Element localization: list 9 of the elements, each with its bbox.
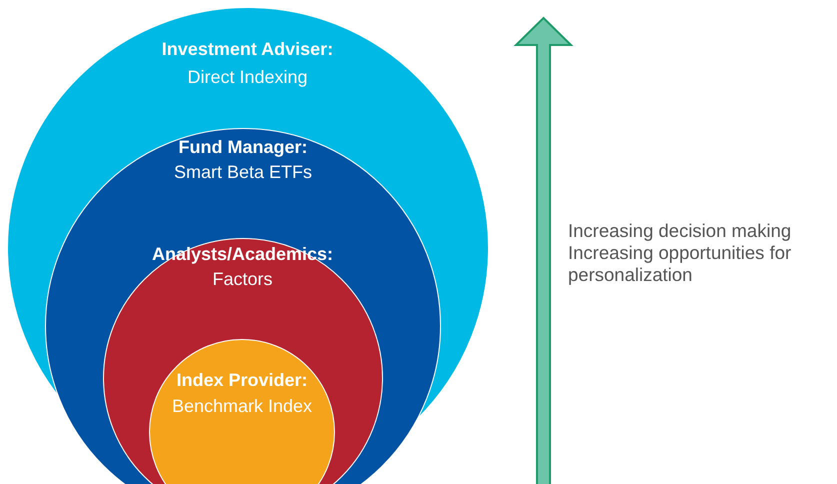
body-text: Benchmark Index [170, 395, 314, 417]
body-text: Factors [211, 268, 274, 290]
heading-text: Investment Adviser: [160, 38, 334, 60]
annotation-text: Increasing opportunities for personalization [568, 242, 792, 286]
annotation-text: Increasing decision making [568, 220, 792, 242]
heading-text: Index Provider: [175, 369, 309, 391]
body-text: Direct Indexing [186, 66, 309, 88]
body-text: Smart Beta ETFs [172, 161, 314, 183]
heading-text: Fund Manager: [178, 136, 308, 158]
